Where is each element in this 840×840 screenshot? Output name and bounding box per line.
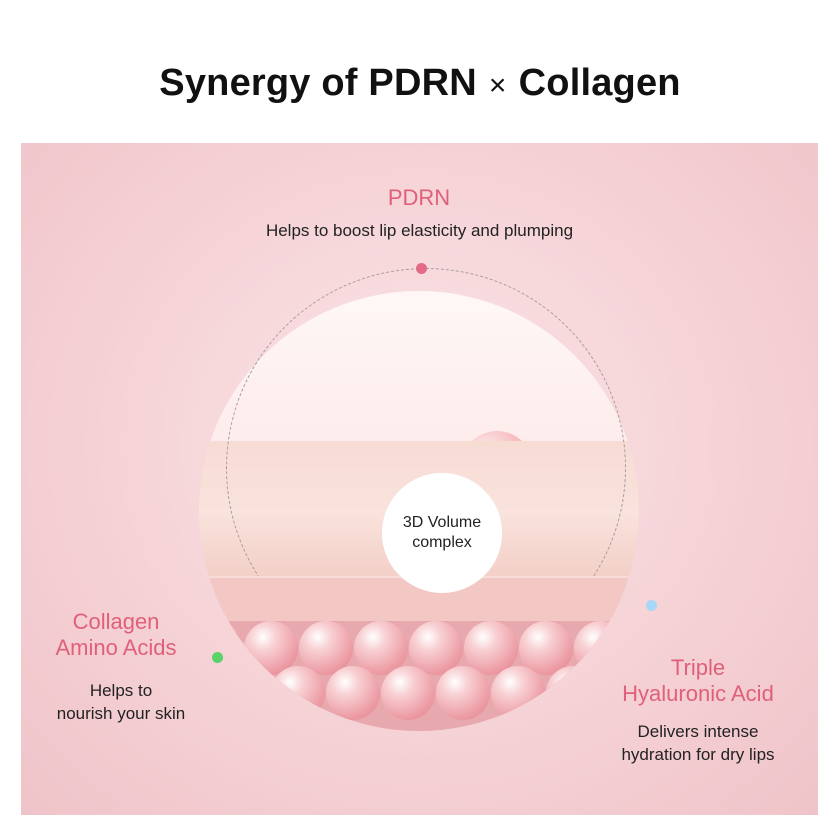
collagen-cell <box>601 666 639 720</box>
collagen-cell <box>381 666 435 720</box>
collagen-cell <box>216 666 270 720</box>
collagen-cell <box>491 666 545 720</box>
collagen-cell <box>354 621 408 675</box>
collagen-cell <box>436 666 490 720</box>
collagen-cell <box>409 621 463 675</box>
hyaluronic-heading-line2: Hyaluronic Acid <box>622 681 774 706</box>
center-line2-front: complex <box>412 534 472 551</box>
hyaluronic-heading: Triple Hyaluronic Acid <box>603 655 793 707</box>
collagen-heading: Collagen Amino Acids <box>46 609 186 661</box>
title-right: Collagen <box>518 62 681 104</box>
center-line1-front: 3D Volume <box>402 514 482 531</box>
collagen-heading-line1: Collagen <box>72 609 160 634</box>
pdrn-description: Helps to boost lip elasticity and plumpi… <box>265 221 574 240</box>
collagen-cell <box>464 621 518 675</box>
hyaluronic-dot <box>646 600 657 611</box>
collagen-cells-layer <box>199 621 639 731</box>
collagen-cell <box>546 666 600 720</box>
collagen-cell <box>244 621 298 675</box>
pdrn-heading: PDRN <box>387 185 451 210</box>
collagen-cell <box>326 666 380 720</box>
collagen-cell <box>271 666 325 720</box>
collagen-heading-line2: Amino Acids <box>55 635 177 660</box>
hyaluronic-desc-line2: hydration for dry lips <box>621 745 775 764</box>
hyaluronic-desc-line1: Delivers intense <box>637 722 759 741</box>
times-symbol: × <box>488 69 507 102</box>
collagen-cell <box>299 621 353 675</box>
collagen-cell <box>519 621 573 675</box>
collagen-description: Helps to nourish your skin <box>36 679 206 725</box>
collagen-desc-line1: Helps to <box>89 681 153 700</box>
3d-volume-complex-badge-front: 3D Volume complex <box>382 473 502 593</box>
hyaluronic-heading-line1: Triple <box>670 655 726 680</box>
hyaluronic-description: Delivers intense hydration for dry lips <box>598 720 798 766</box>
collagen-cell <box>574 621 628 675</box>
pdrn-dot <box>416 263 427 274</box>
illustration-panel: PDRN Helps to boost lip elasticity and p… <box>21 143 818 815</box>
page-title: Synergy of PDRN × Collagen <box>0 62 840 105</box>
title-left: Synergy of PDRN <box>159 62 477 104</box>
collagen-cells-clip <box>199 291 639 731</box>
collagen-desc-line2: nourish your skin <box>56 704 186 723</box>
